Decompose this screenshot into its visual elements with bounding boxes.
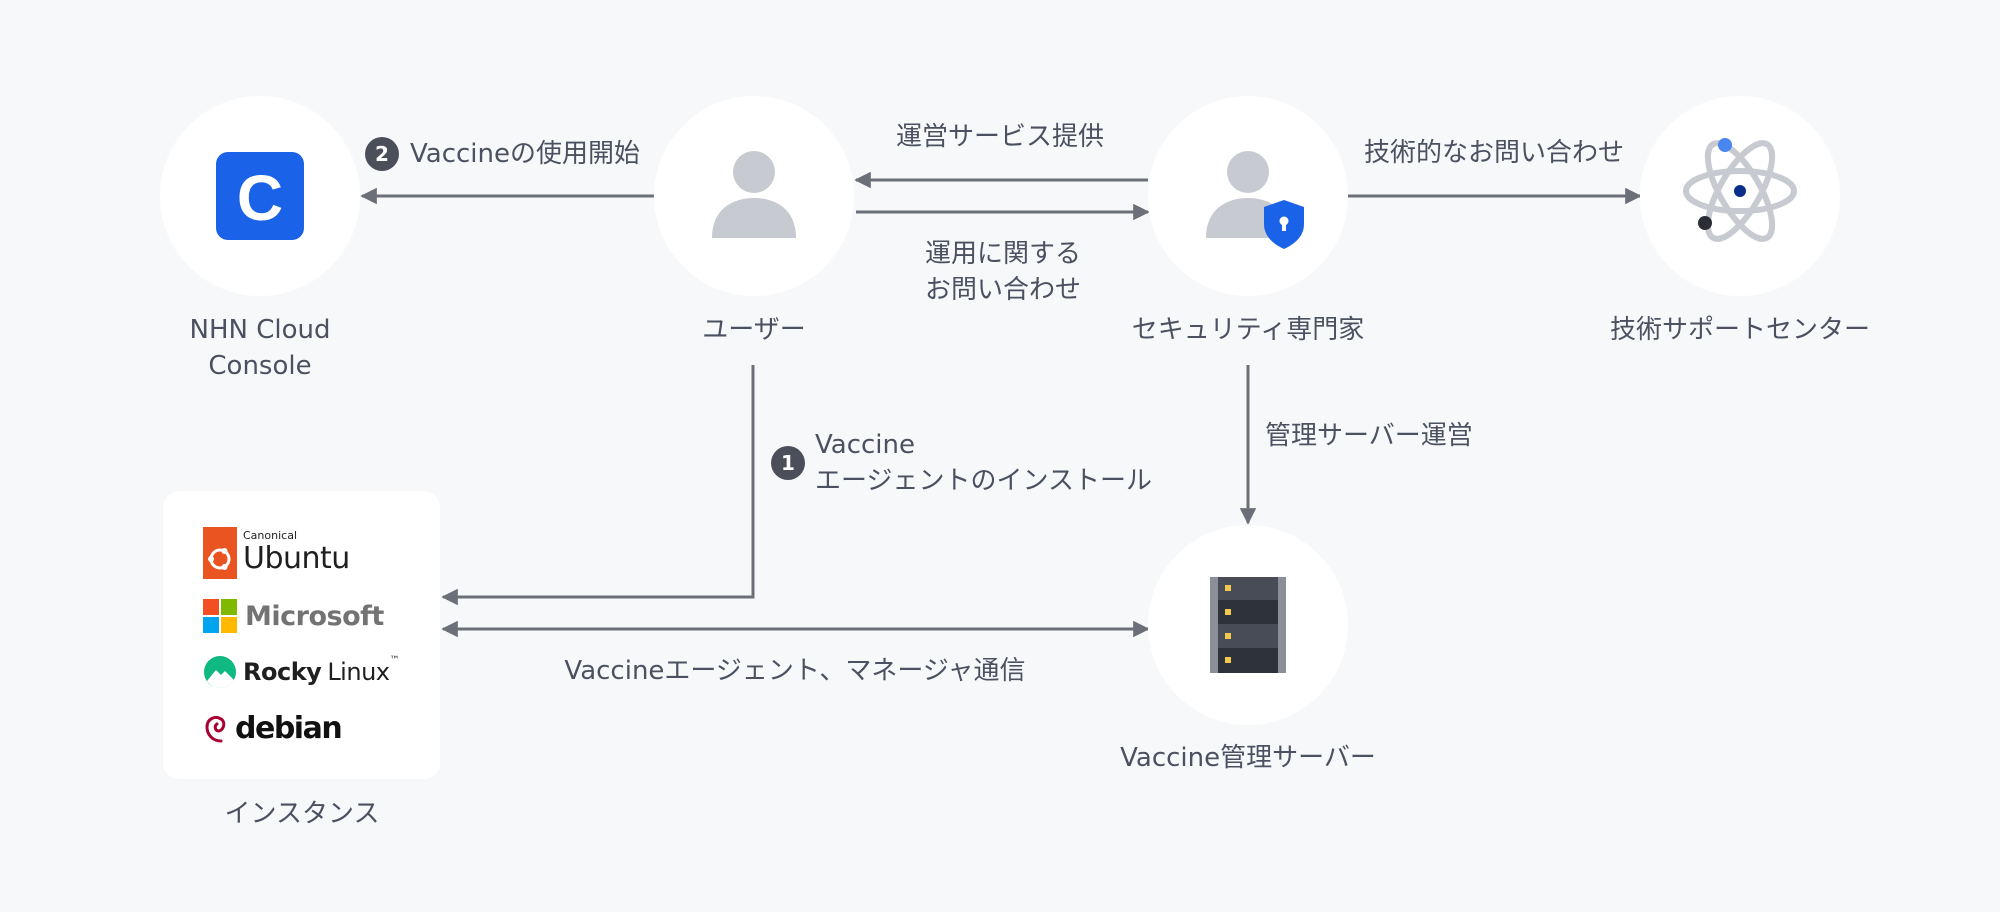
console-node: C (160, 96, 360, 296)
expert-label: セキュリティ専門家 (1131, 315, 1365, 345)
agent-install-line2: エージェントのインストール (815, 466, 1152, 496)
console-logo-icon: C (216, 152, 304, 240)
ops-inquiry-line1: 運用に関する (924, 239, 1082, 269)
ubuntu-logo-icon (203, 527, 237, 579)
agent-install-label: Vaccine エージェントのインストール (815, 427, 1152, 499)
ubuntu-name-text: Ubuntu (243, 541, 350, 576)
expert-person-icon (1206, 151, 1304, 249)
console-label-line1: NHN Cloud (189, 315, 331, 345)
instance-os-card: Canonical Ubuntu Microsoft Rocky Linux ™ (163, 491, 440, 779)
user-node (654, 96, 854, 296)
os-rocky-linux: Rocky Linux ™ (203, 655, 399, 689)
console-label-line2: Console (208, 351, 312, 381)
console-label: NHN Cloud Console (190, 312, 331, 384)
server-label: Vaccine管理サーバー (1120, 743, 1376, 773)
usage-start-label: Vaccineの使用開始 (410, 139, 640, 169)
agent-comm-label: Vaccineエージェント、マネージャ通信 (564, 656, 1026, 686)
shield-icon (1264, 200, 1304, 249)
rocky-tm-text: ™ (389, 655, 400, 666)
ops-service-label: 運営サービス提供 (895, 122, 1105, 152)
user-label: ユーザー (702, 315, 806, 345)
step-badge-2: 2 (365, 137, 399, 171)
ubuntu-canonical-text: Canonical (243, 529, 297, 542)
rocky-linux-text: Linux (327, 658, 390, 686)
os-debian: debian (203, 709, 343, 747)
server-rack-icon (1210, 577, 1286, 673)
microsoft-logo-icon (203, 599, 237, 633)
support-label: 技術サポートセンター (1609, 315, 1871, 345)
debian-swirl-icon (205, 715, 226, 743)
ops-inquiry-label: 運用に関する お問い合わせ (925, 236, 1081, 308)
console-logo-letter: C (237, 162, 283, 234)
os-ubuntu: Canonical Ubuntu (203, 527, 353, 579)
tech-inquiry-label: 技術的なお問い合わせ (1363, 138, 1625, 168)
microsoft-name-text: Microsoft (245, 600, 384, 632)
instance-label: インスタンス (224, 799, 380, 829)
ops-inquiry-line2: お問い合わせ (924, 275, 1082, 305)
arrow-user-to-instance (441, 365, 755, 606)
rocky-linux-logo-icon (204, 656, 236, 688)
server-ops-label: 管理サーバー運営 (1265, 421, 1473, 451)
rocky-name-text: Rocky (243, 658, 322, 686)
server-node (1148, 525, 1348, 725)
step-badge-1: 1 (771, 446, 805, 480)
user-person-icon (712, 151, 796, 238)
debian-name-text: debian (235, 710, 343, 746)
support-node (1640, 96, 1840, 296)
os-microsoft: Microsoft (203, 599, 384, 633)
expert-node (1148, 96, 1348, 296)
atom-icon (1683, 138, 1797, 242)
agent-install-line1: Vaccine (815, 430, 915, 460)
